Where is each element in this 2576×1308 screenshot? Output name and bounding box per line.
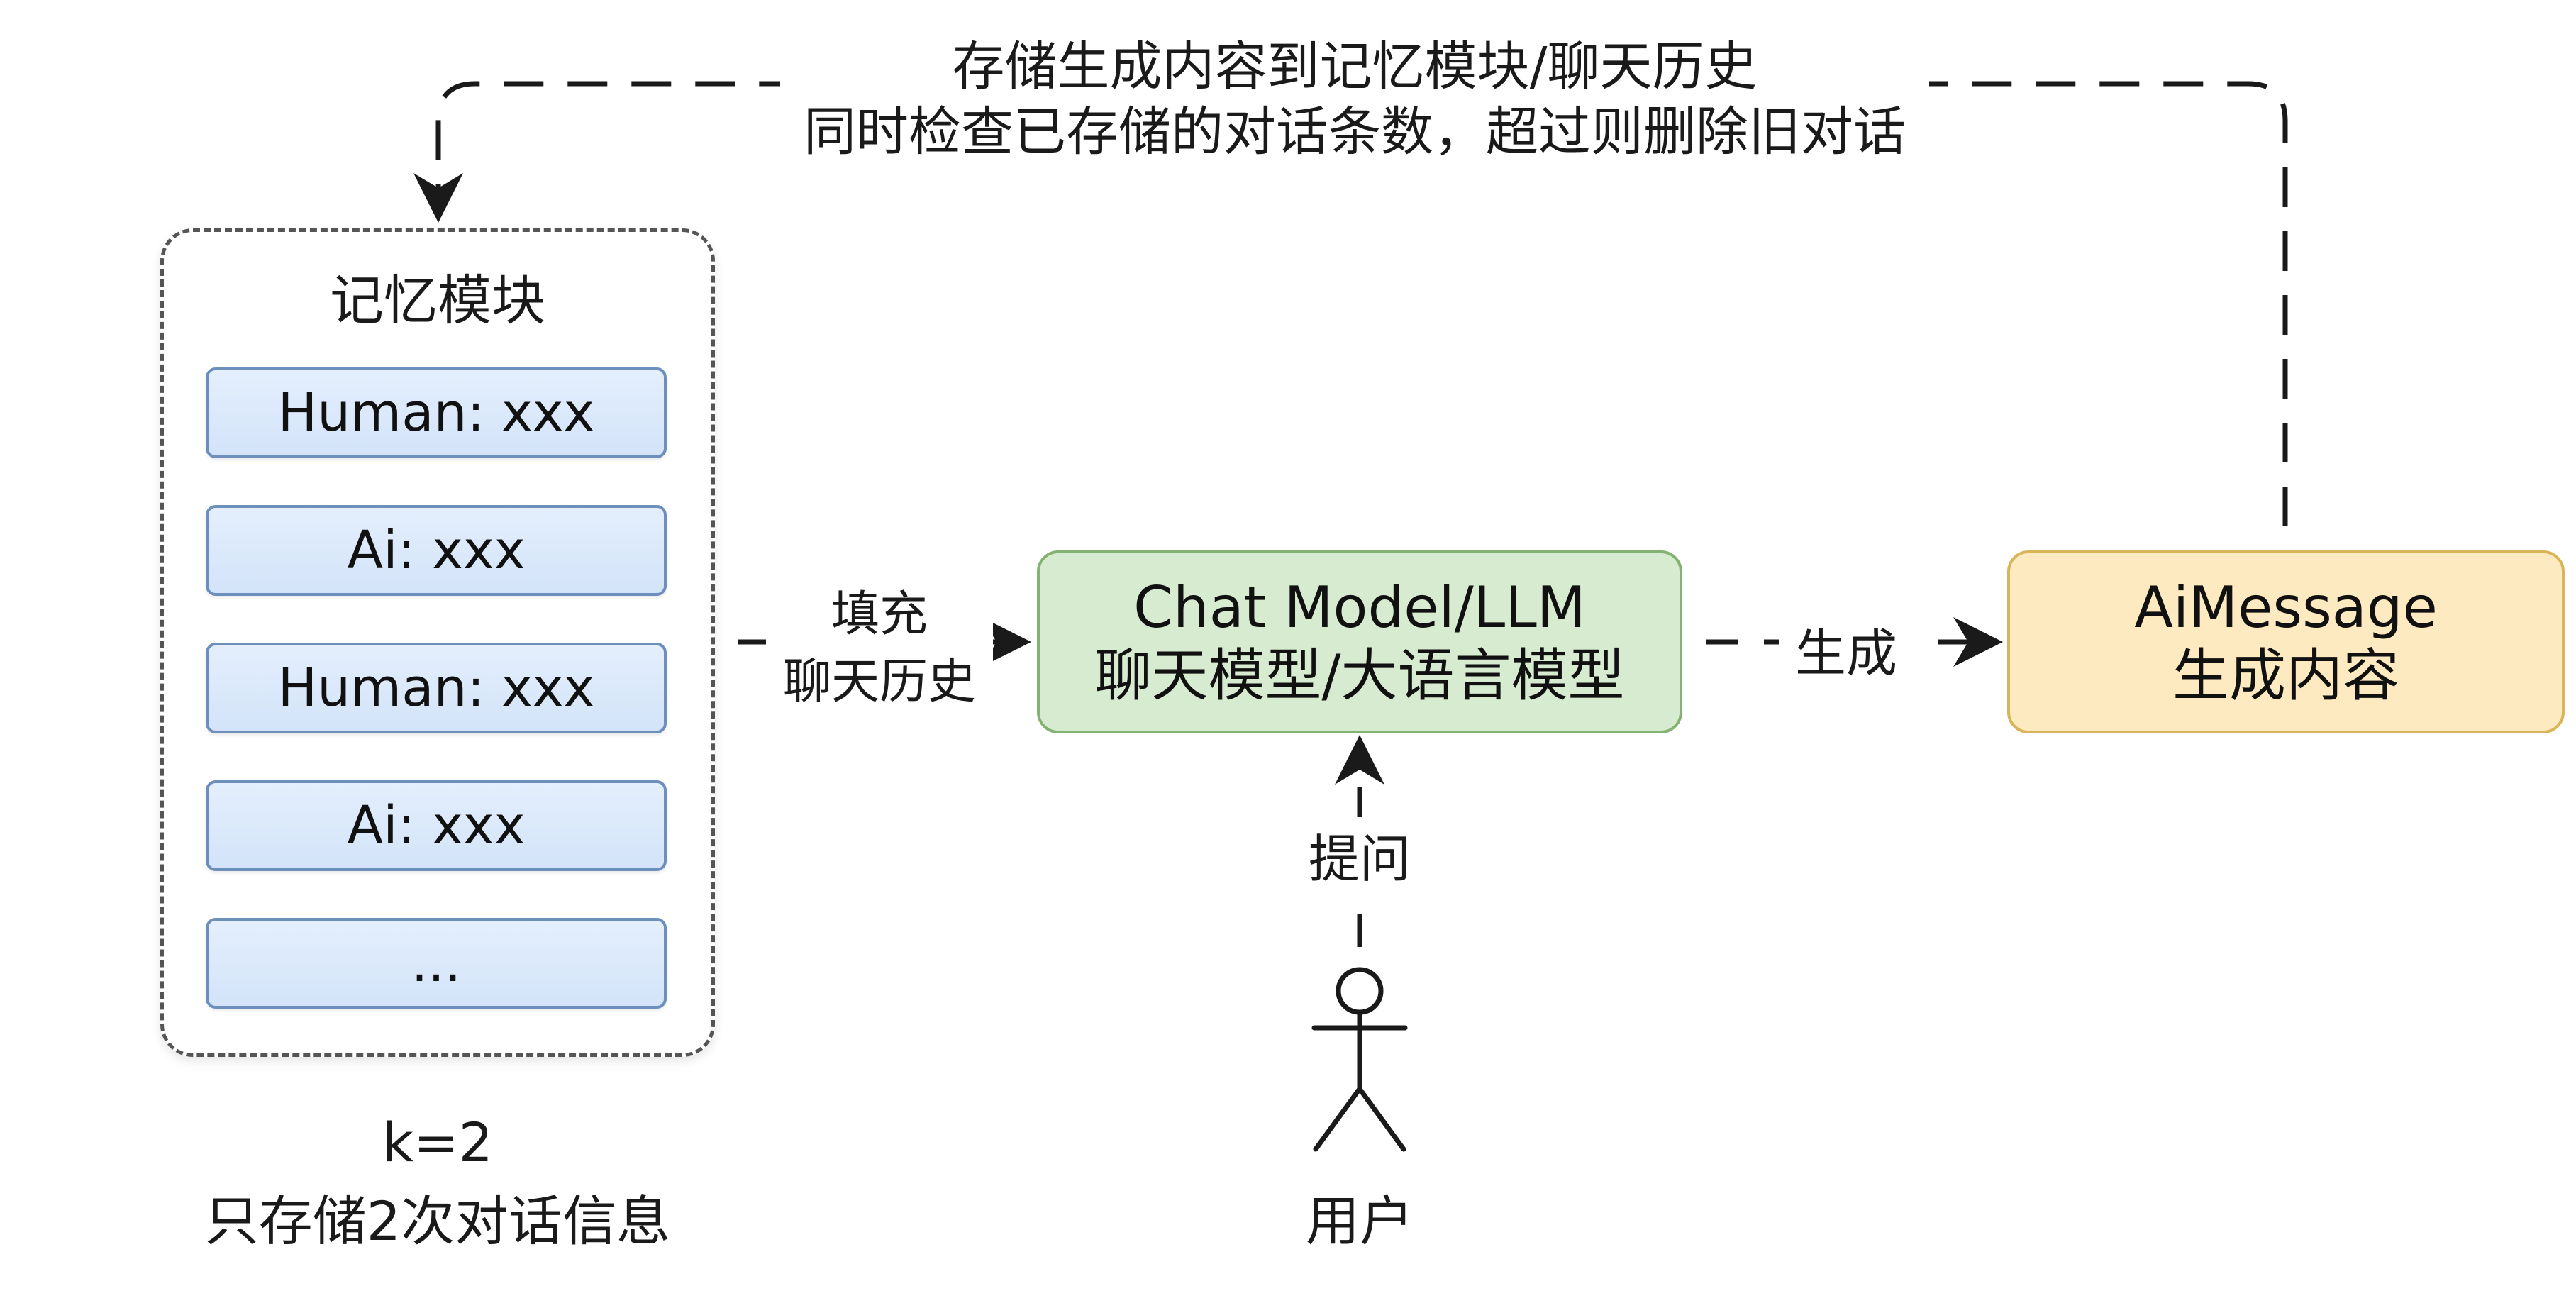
memory-slot-4: Ai: xxx (206, 780, 667, 871)
ai-message-node: AiMessage 生成内容 (2007, 550, 2565, 733)
fill-label-line1: 填充 (766, 575, 993, 645)
memory-slot-2: Ai: xxx (206, 505, 667, 596)
memory-slot-3: Human: xxx (206, 643, 667, 733)
user-icon (1311, 967, 1408, 1152)
ai-message-subtitle: 生成内容 (2172, 643, 2399, 709)
user-label: 用户 (1306, 1190, 1414, 1253)
chat-model-subtitle: 聊天模型/大语言模型 (1094, 643, 1625, 709)
memory-module-title: 记忆模块 (330, 269, 545, 332)
fill-label-line2: 聊天历史 (766, 642, 993, 712)
memory-slot-5: ... (206, 918, 667, 1009)
chat-model-title: Chat Model/LLM (1133, 575, 1586, 641)
memory-caption-desc: 只存储2次对话信息 (204, 1190, 671, 1253)
generate-label: 生成 (1779, 611, 1914, 686)
feedback-label-line2: 同时检查已存储的对话条数，超过则删除旧对话 (780, 89, 1929, 165)
ai-message-title: AiMessage (2134, 575, 2438, 641)
feedback-label-line1: 存储生成内容到记忆模块/聊天历史 (780, 24, 1929, 100)
ask-label: 提问 (1275, 817, 1445, 892)
chat-model-node: Chat Model/LLM 聊天模型/大语言模型 (1037, 550, 1682, 733)
memory-slot-1: Human: xxx (206, 367, 667, 458)
memory-caption-k: k=2 (382, 1111, 494, 1174)
